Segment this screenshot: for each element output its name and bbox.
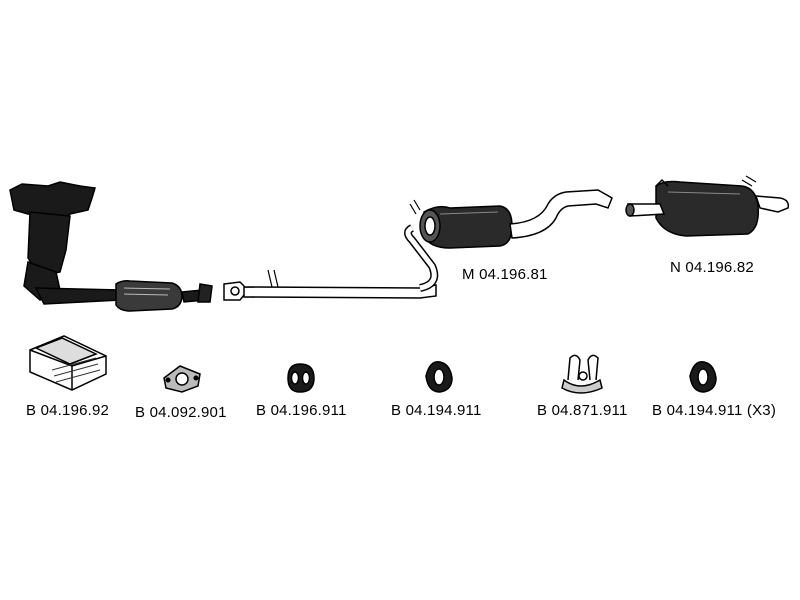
middle-silencer bbox=[409, 189, 613, 249]
part-label-double-hanger: B 04.196.911 bbox=[256, 402, 347, 419]
part-label-rubber-hanger: B 04.194.911 bbox=[391, 402, 482, 419]
part-label-mounting-kit: B 04.196.92 bbox=[26, 402, 110, 419]
middle-silencer-label: M 04.196.81 bbox=[462, 266, 548, 283]
u-clamp-hanger-icon bbox=[561, 354, 603, 394]
rubber-hanger-icon bbox=[425, 361, 453, 393]
rubber-hanger-double-hole-icon bbox=[287, 363, 315, 393]
mounting-kit-box-icon bbox=[29, 335, 107, 391]
part-label-u-clamp: B 04.871.911 bbox=[537, 402, 628, 419]
manifold-catalyst-assembly bbox=[9, 181, 121, 305]
rear-silencer-label: N 04.196.82 bbox=[670, 259, 754, 276]
rear-silencer bbox=[625, 175, 790, 237]
intermediate-pipe bbox=[223, 224, 439, 301]
part-label-gasket: B 04.092.901 bbox=[135, 404, 227, 421]
catalytic-converter bbox=[115, 280, 213, 312]
rubber-hanger-icon-2 bbox=[689, 361, 717, 393]
gasket-icon bbox=[163, 365, 201, 393]
part-label-rubber-hanger-x3: B 04.194.911 (X3) bbox=[652, 402, 777, 419]
